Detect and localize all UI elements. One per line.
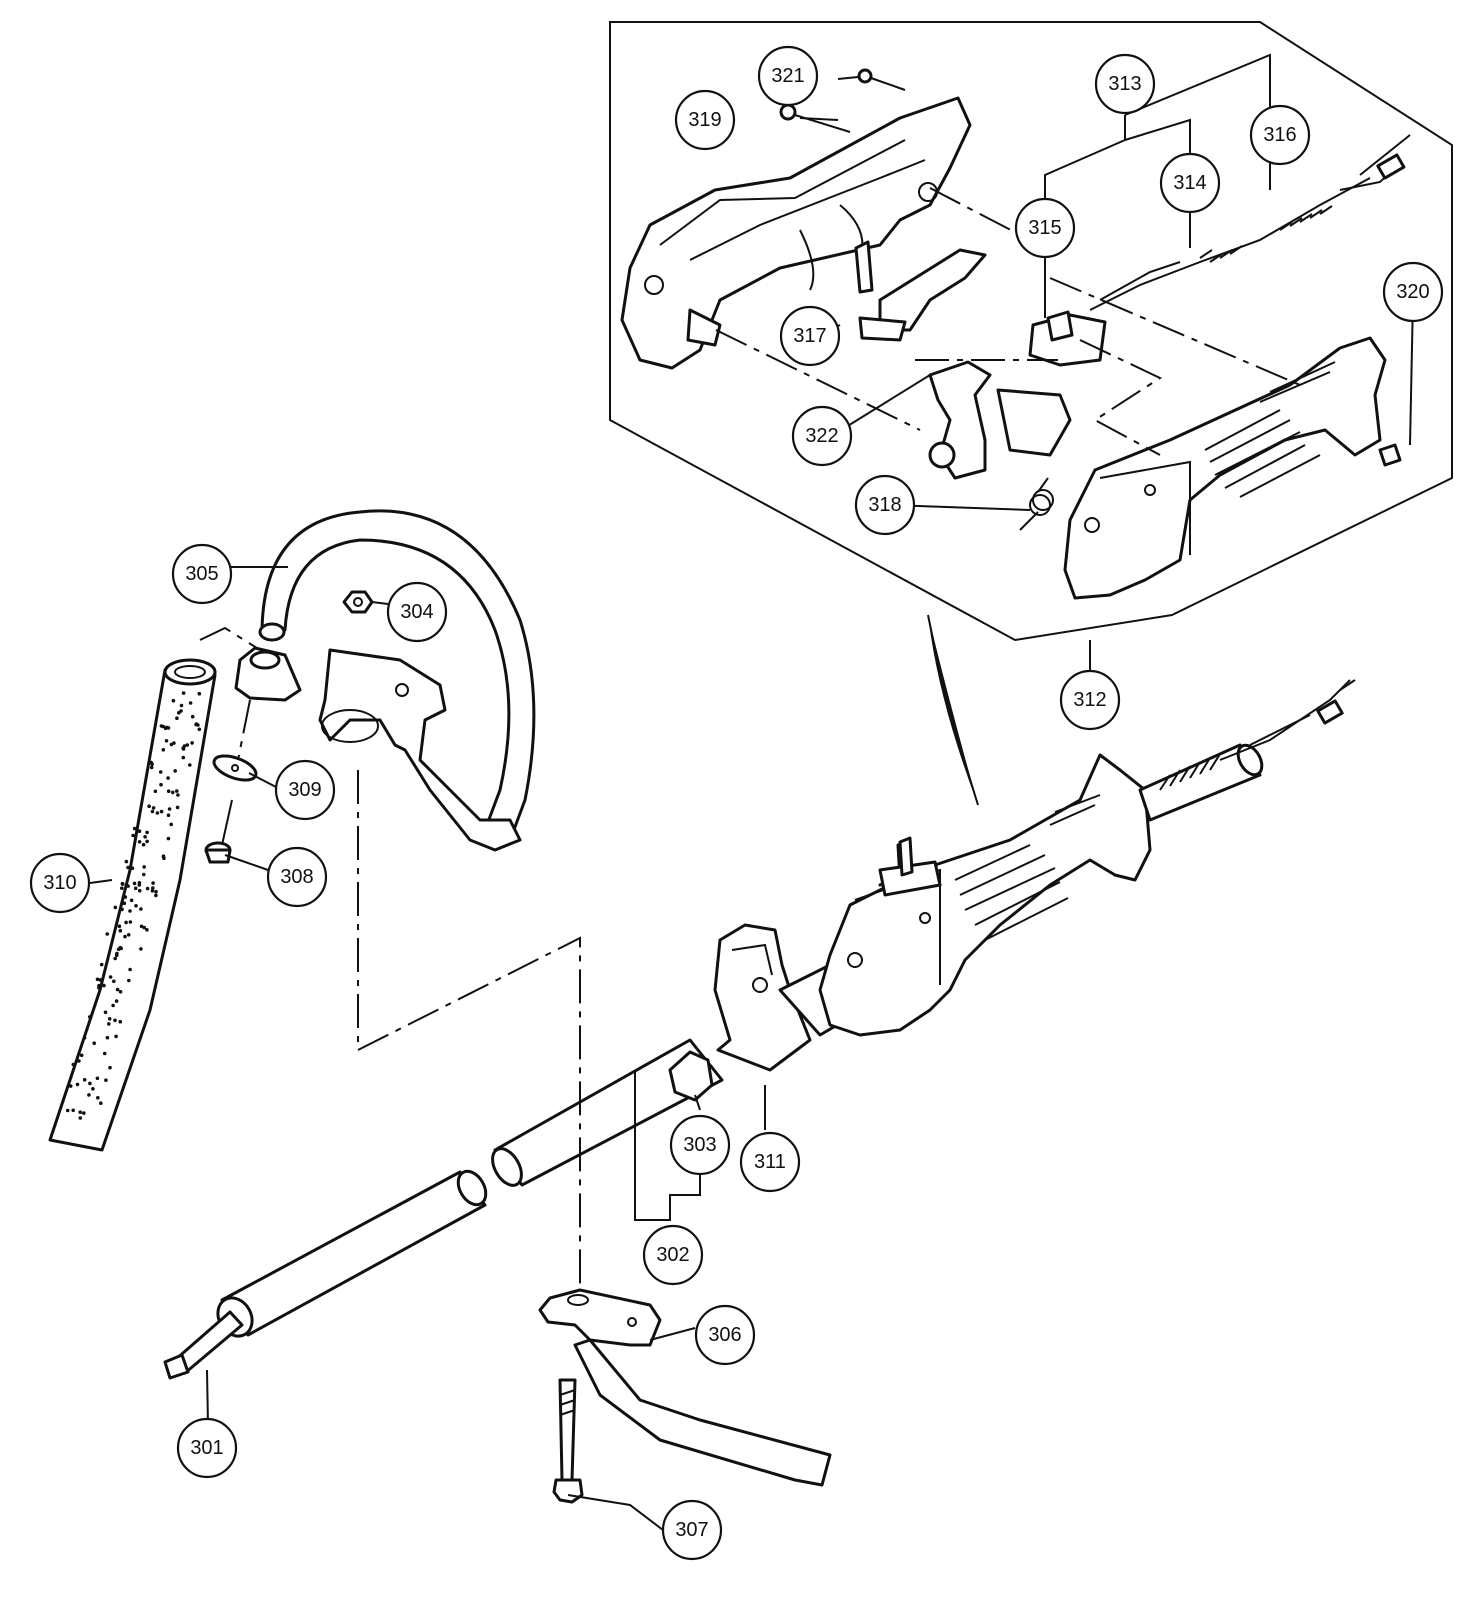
callout-309: 309 bbox=[274, 759, 336, 821]
svg-text:302: 302 bbox=[656, 1244, 689, 1266]
svg-text:315: 315 bbox=[1028, 217, 1061, 239]
callout-311: 311 bbox=[739, 1131, 801, 1193]
spring-318 bbox=[1019, 477, 1054, 531]
svg-text:320: 320 bbox=[1396, 281, 1429, 303]
callout-304: 304 bbox=[386, 581, 448, 643]
svg-text:321: 321 bbox=[771, 65, 804, 87]
assembly-arrow bbox=[927, 614, 979, 806]
callout-306: 306 bbox=[694, 1304, 756, 1366]
washer-309 bbox=[212, 754, 258, 782]
rear-tube-301 bbox=[163, 1169, 488, 1380]
callout-303: 303 bbox=[669, 1114, 731, 1176]
svg-text:316: 316 bbox=[1263, 124, 1296, 146]
svg-text:318: 318 bbox=[868, 494, 901, 516]
svg-text:304: 304 bbox=[400, 601, 433, 623]
svg-text:306: 306 bbox=[708, 1324, 741, 1346]
callout-322: 322 bbox=[791, 405, 853, 467]
callout-315: 315 bbox=[1014, 197, 1076, 259]
svg-text:309: 309 bbox=[288, 779, 321, 801]
svg-text:314: 314 bbox=[1173, 172, 1206, 194]
throttle-cable bbox=[1138, 679, 1356, 822]
inset-assembly-lines bbox=[715, 187, 1301, 456]
upper-housing-half bbox=[620, 96, 972, 370]
callout-307: 307 bbox=[661, 1499, 723, 1561]
callout-310: 310 bbox=[29, 852, 91, 914]
callout-314: 314 bbox=[1159, 152, 1221, 214]
svg-text:312: 312 bbox=[1073, 689, 1106, 711]
trigger-322 bbox=[928, 360, 1072, 480]
callout-318: 318 bbox=[854, 474, 916, 536]
callout-313: 313 bbox=[1094, 53, 1156, 115]
svg-text:310: 310 bbox=[43, 872, 76, 894]
handle-bracket bbox=[234, 646, 522, 852]
callout-302: 302 bbox=[642, 1224, 704, 1286]
svg-text:301: 301 bbox=[190, 1437, 223, 1459]
clamp-plate-306 bbox=[538, 1288, 832, 1487]
nut-304 bbox=[342, 590, 374, 614]
svg-text:313: 313 bbox=[1108, 73, 1141, 95]
svg-text:303: 303 bbox=[683, 1134, 716, 1156]
foam-grip-310 bbox=[48, 658, 217, 1152]
trigger-lever-317 bbox=[854, 240, 987, 342]
svg-text:322: 322 bbox=[805, 425, 838, 447]
callout-321: 321 bbox=[757, 45, 819, 107]
svg-text:305: 305 bbox=[185, 563, 218, 585]
wire-harness bbox=[1089, 134, 1411, 311]
front-tube-302 bbox=[491, 1038, 724, 1187]
svg-text:311: 311 bbox=[754, 1151, 786, 1173]
svg-text:317: 317 bbox=[793, 325, 826, 347]
lower-housing-half bbox=[1063, 336, 1402, 600]
inset-assembly-frame bbox=[609, 21, 1453, 642]
callout-312: 312 bbox=[1059, 669, 1121, 731]
callout-301: 301 bbox=[176, 1417, 238, 1479]
callout-316: 316 bbox=[1249, 104, 1311, 166]
main-handle-housing bbox=[818, 753, 1152, 1037]
switch-315 bbox=[1028, 310, 1107, 367]
main-assembly-lines bbox=[199, 626, 581, 1290]
screw-319 bbox=[779, 103, 851, 133]
screw-308 bbox=[204, 799, 233, 864]
callout-319: 319 bbox=[674, 89, 736, 151]
svg-text:319: 319 bbox=[688, 109, 721, 131]
callout-308: 308 bbox=[266, 846, 328, 908]
bolt-307 bbox=[552, 1378, 584, 1504]
foam-grip-texture bbox=[65, 691, 202, 1120]
callout-320: 320 bbox=[1382, 261, 1444, 323]
clamp-311 bbox=[668, 923, 812, 1102]
callout-305: 305 bbox=[171, 543, 233, 605]
svg-text:307: 307 bbox=[675, 1519, 708, 1541]
handle-loop-305 bbox=[258, 509, 536, 837]
screw-321 bbox=[857, 68, 906, 91]
callout-317: 317 bbox=[779, 305, 841, 367]
svg-text:308: 308 bbox=[280, 866, 313, 888]
